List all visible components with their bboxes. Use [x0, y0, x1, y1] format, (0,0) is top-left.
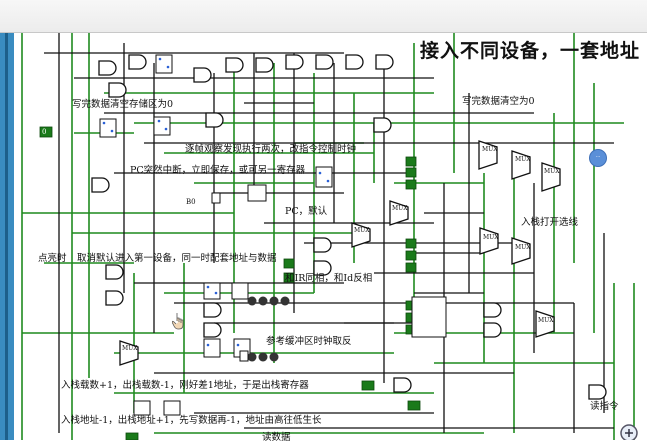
note-write-clear-storage: 写完数据清空存储区为0	[72, 99, 174, 110]
mux-label-5: MUX	[354, 227, 370, 234]
note-read-instr: 读指令	[590, 401, 619, 412]
note-read-data: 读数据	[262, 432, 291, 443]
hand-cursor-icon	[172, 313, 184, 330]
mux-label-4: MUX	[392, 205, 408, 212]
note-cancel-default: 取消默认进入第一设备，同一时配套地址与数据	[77, 253, 277, 264]
blue-probe-icon[interactable]: ···	[589, 149, 607, 167]
note-stack-push-select: 入栈打开选线	[521, 217, 579, 228]
note-pc-default: PC，默认	[285, 206, 328, 217]
circuit-schematic	[21, 33, 635, 440]
magnifier-icon[interactable]	[618, 422, 640, 440]
mux-label-7: MUX	[515, 244, 531, 251]
const-b0-label: B0	[186, 198, 196, 206]
mux-label-2: MUX	[515, 156, 531, 163]
note-stack-addr-minus: 入栈地址-1，出栈地址+1，先写数据再-1，地址由高往低生长	[61, 415, 322, 426]
circuit-canvas[interactable]: MUX MUX MUX MUX MUX MUX MUX MUX MUX B0 0	[14, 33, 647, 440]
mux-label-8: MUX	[538, 317, 554, 324]
note-frame-observe: 逐帧观察发现执行两次，改指令控制时钟	[185, 144, 357, 155]
note-stack-load-plus: 入栈载数+1，出栈载数-1，刚好差1地址，于是出栈寄存器	[61, 380, 309, 391]
mux-label-9: MUX	[122, 345, 138, 352]
note-ir-same: 和IR同相，和Id反相	[285, 273, 373, 284]
mux-label-3: MUX	[544, 168, 560, 175]
window-toolbar	[0, 0, 647, 33]
mux-label-1: MUX	[482, 146, 498, 153]
const-zero-label: 0	[42, 128, 47, 136]
note-write-clear-zero: 写完数据清空为0	[462, 96, 535, 107]
scrollbar-track[interactable]	[5, 33, 8, 440]
mux-label-6: MUX	[483, 234, 499, 241]
left-scrollbar[interactable]	[0, 33, 14, 440]
note-after-light: 点亮时	[38, 253, 67, 264]
note-pc-interrupt: PC突然中断，立即保存，或可另一寄存器	[130, 165, 306, 176]
page-heading: 接入不同设备，一套地址	[420, 40, 641, 62]
note-ref-buffer: 参考缓冲区时钟取反	[266, 336, 352, 347]
